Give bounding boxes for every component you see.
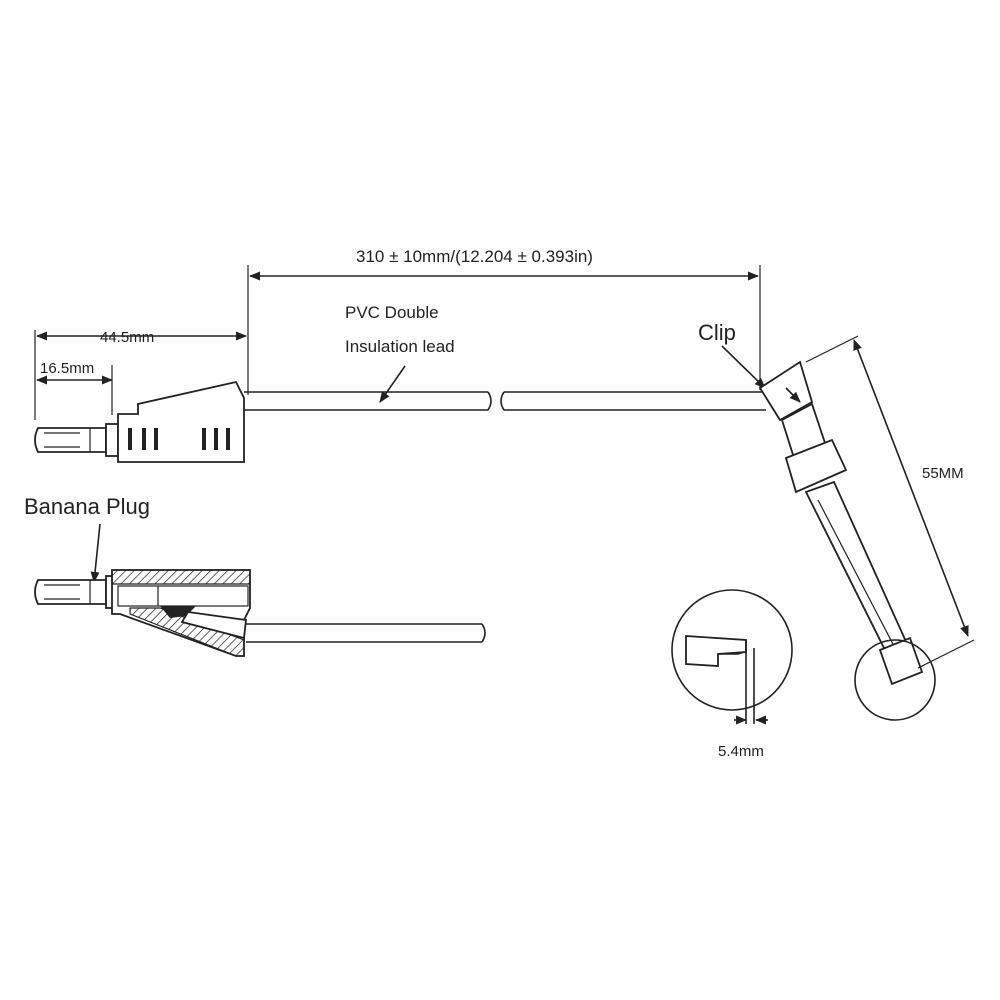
banana-plug-label: Banana Plug: [24, 494, 150, 519]
lead-wire: [244, 391, 766, 411]
clip-length-dimension: 55MM: [805, 335, 975, 669]
banana-plug-top: [34, 380, 245, 463]
pin-length-dimension: 16.5mm: [35, 360, 114, 415]
banana-plug-cutaway: [34, 569, 251, 657]
overall-length-dimension: 310 ± 10mm/(12.204 ± 0.393in): [247, 247, 761, 395]
hook-detail-view: 5.4mm: [671, 589, 936, 760]
lead-label-group: PVC Double Insulation lead: [345, 303, 455, 403]
plug-length-dimension: 44.5mm: [34, 329, 248, 420]
lead-wire-bottom: [246, 623, 486, 643]
banana-plug-label-group: Banana Plug: [24, 494, 150, 584]
overall-length-label: 310 ± 10mm/(12.204 ± 0.393in): [356, 247, 593, 266]
plug-length-label: 44.5mm: [100, 329, 154, 346]
lead-label-line1: PVC Double: [345, 303, 439, 322]
pin-length-label: 16.5mm: [40, 360, 94, 377]
hook-opening-label: 5.4mm: [718, 743, 764, 760]
clip-length-label: 55MM: [922, 465, 964, 482]
hook-clip: [758, 360, 924, 686]
lead-label-line2: Insulation lead: [345, 337, 455, 356]
clip-label-group: Clip: [698, 320, 766, 389]
clip-label: Clip: [698, 320, 736, 345]
